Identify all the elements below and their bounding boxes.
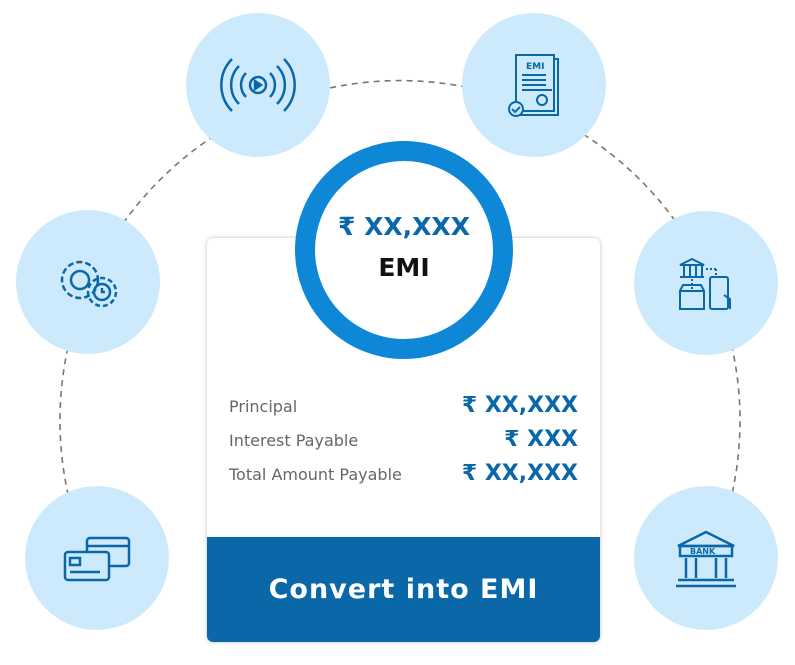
gear-clock-icon [60, 260, 118, 308]
emi-ring: ₹ XX,XXX EMI [295, 141, 513, 359]
detail-row-total: Total Amount Payable ₹ XX,XXX [229, 461, 578, 495]
detail-value: ₹ XXX [504, 427, 578, 452]
convert-into-emi-button[interactable]: Convert into EMI [207, 537, 600, 642]
bank-merchant-mobile-bubble [634, 211, 778, 355]
detail-row-principal: Principal ₹ XX,XXX [229, 393, 578, 427]
bank-bubble: BANK [634, 486, 778, 630]
emi-document-bubble: EMI [462, 13, 606, 157]
detail-label: Interest Payable [229, 431, 359, 450]
contactless-play-icon [220, 58, 296, 112]
emi-details: Principal ₹ XX,XXX Interest Payable ₹ XX… [229, 393, 578, 495]
emi-label: EMI [378, 253, 430, 282]
detail-value: ₹ XX,XXX [461, 461, 578, 486]
bank-text: BANK [690, 547, 716, 556]
document-emi-text: EMI [526, 62, 544, 72]
credit-cards-icon [63, 536, 131, 582]
cards-bubble [25, 486, 169, 630]
contactless-payment-bubble [186, 13, 330, 157]
settings-clock-bubble [16, 210, 160, 354]
emi-amount: ₹ XX,XXX [338, 212, 470, 241]
detail-label: Principal [229, 397, 298, 416]
detail-row-interest: Interest Payable ₹ XXX [229, 427, 578, 461]
emi-document-icon: EMI [508, 54, 559, 117]
detail-label: Total Amount Payable [229, 465, 402, 484]
bank-merchant-mobile-icon [679, 257, 731, 310]
bank-building-icon: BANK [676, 530, 736, 588]
detail-value: ₹ XX,XXX [461, 393, 578, 418]
